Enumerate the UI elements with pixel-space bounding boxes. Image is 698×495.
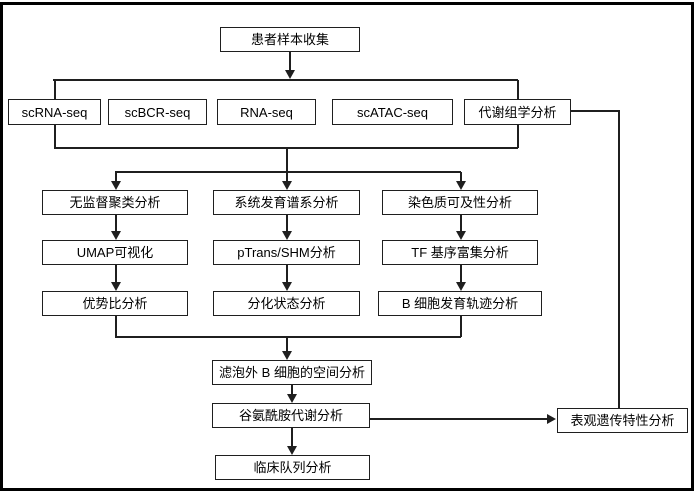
node-umap-visualization: UMAP可视化 <box>42 240 188 265</box>
node-unsupervised-clustering: 无监督聚类分析 <box>42 190 188 215</box>
connector-bus-mid-drop <box>286 147 288 172</box>
connector-patient-down <box>289 52 291 71</box>
connector-to-phylogenetic <box>286 172 288 183</box>
arrowhead-unsupervised <box>111 181 121 190</box>
node-odds-ratio: 优势比分析 <box>42 291 188 316</box>
node-tf-motif-enrichment: TF 基序富集分析 <box>382 240 538 265</box>
node-clinical-cohort: 临床队列分析 <box>215 455 370 480</box>
connector-bus-spatial <box>286 337 288 352</box>
arrowhead-epigenetic <box>547 414 556 424</box>
arrowhead-btraj <box>456 282 466 291</box>
arrowhead-phylogenetic <box>282 181 292 190</box>
connector-ptrans-diffstate <box>286 265 288 283</box>
node-bcell-trajectory: B 细胞发育轨迹分析 <box>378 291 542 316</box>
connector-umap-odds <box>115 265 117 283</box>
connector-glutamine-epigenetic <box>370 418 548 420</box>
node-scbcr-seq: scBCR-seq <box>108 99 207 125</box>
connector-btraj-down <box>460 316 462 337</box>
connector-spatial-glutamine <box>291 385 293 395</box>
node-phylogenetic-lineage: 系统发育谱系分析 <box>213 190 360 215</box>
connector-to-unsupervised <box>115 172 117 183</box>
connector-odds-down <box>115 316 117 337</box>
connector-bus-row3 <box>115 171 461 173</box>
connector-bus-bottom <box>115 336 461 338</box>
arrowhead-ptrans <box>282 231 292 240</box>
connector-chromatin-tfmotif <box>460 215 462 232</box>
arrowhead-tfmotif <box>456 231 466 240</box>
arrowhead-glutamine <box>287 394 297 403</box>
node-ptrans-shm: pTrans/SHM分析 <box>213 240 360 265</box>
connector-unsupervised-umap <box>115 215 117 232</box>
connector-bus-top <box>53 79 518 81</box>
arrowhead-odds <box>111 282 121 291</box>
connector-glutamine-clinical <box>291 428 293 447</box>
node-glutamine-metabolism: 谷氨酰胺代谢分析 <box>212 403 370 428</box>
node-scatac-seq: scATAC-seq <box>332 99 453 125</box>
arrowhead-chromatin <box>456 181 466 190</box>
node-scrna-seq: scRNA-seq <box>8 99 101 125</box>
arrowhead-spatial <box>282 351 292 360</box>
arrowhead-clinical <box>287 446 297 455</box>
connector-bus-to-scrna <box>54 80 56 99</box>
connector-to-chromatin <box>460 172 462 183</box>
node-rna-seq: RNA-seq <box>217 99 316 125</box>
node-chromatin-accessibility: 染色质可及性分析 <box>382 190 538 215</box>
node-patient-sample-collection: 患者样本收集 <box>220 27 360 52</box>
node-extrafollicular-spatial: 滤泡外 B 细胞的空间分析 <box>212 360 372 385</box>
node-differentiation-state: 分化状态分析 <box>213 291 360 316</box>
node-metabolomics: 代谢组学分析 <box>464 99 571 125</box>
connector-metabolomics-down <box>517 125 519 148</box>
connector-metabolomics-right <box>571 110 619 112</box>
arrowhead-diffstate <box>282 282 292 291</box>
arrowhead-patient-bus <box>285 70 295 79</box>
arrowhead-umap <box>111 231 121 240</box>
connector-phylogenetic-ptrans <box>286 215 288 232</box>
connector-tfmotif-btraj <box>460 265 462 283</box>
node-epigenetic-traits: 表观遗传特性分析 <box>557 408 688 433</box>
connector-scrna-down <box>54 125 56 148</box>
connector-bus-to-metabolomics <box>517 80 519 99</box>
connector-metabolomics-epigenetic <box>618 110 620 408</box>
